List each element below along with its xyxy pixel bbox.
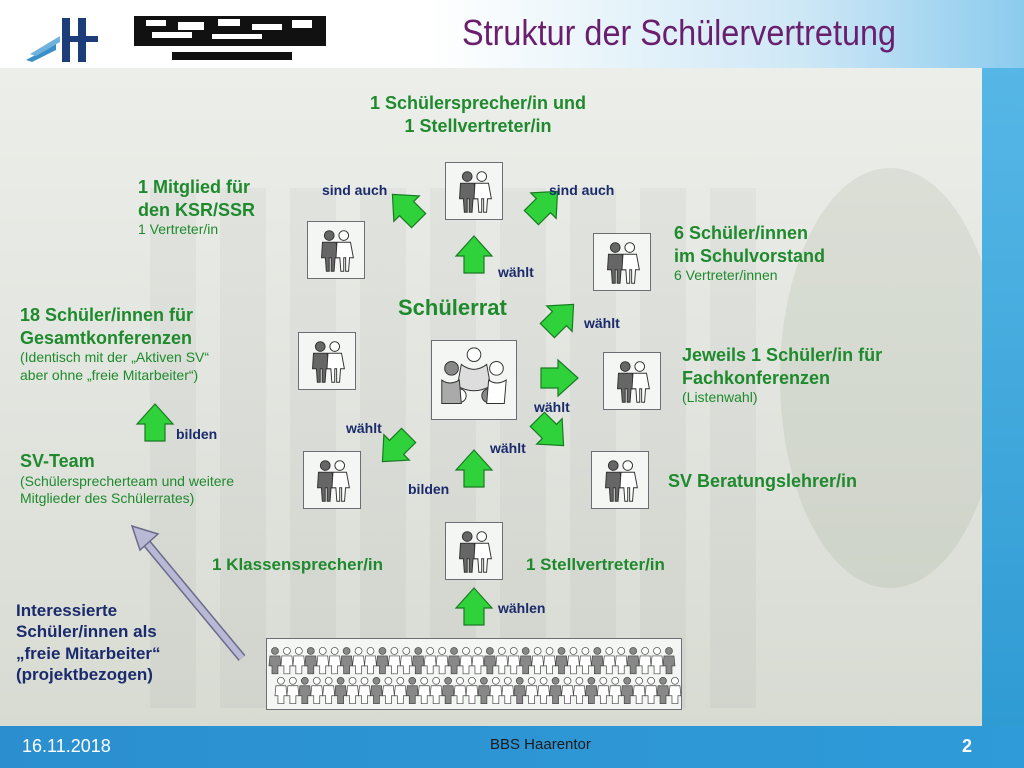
node-gesamtkonferenzen: 18 Schüler/innen für Gesamtkonferenzen (… — [20, 304, 209, 384]
edge-label-sind-auch-right: sind auch — [549, 182, 615, 198]
edge-label-waehlt-downright: wählt — [490, 440, 526, 456]
node-ksr: 1 Mitglied für den KSR/SSR 1 Vertreter/i… — [138, 176, 255, 239]
node-ksr-line2: den KSR/SSR — [138, 199, 256, 220]
background-tree — [780, 168, 1000, 588]
arrow-right-to-fachkonferenz — [540, 359, 579, 397]
person-pair-icon-fachkonferenz — [603, 352, 661, 410]
node-sprecher-line2: 1 Stellvertreter/in — [404, 115, 552, 136]
node-svteam-line1: SV-Team — [20, 451, 95, 471]
node-schulvorstand: 6 Schüler/innen im Schulvorstand 6 Vertr… — [674, 222, 825, 285]
node-schulvorstand-sub: 6 Vertreter/innen — [674, 267, 778, 283]
edge-label-waehlen-bottom: wählen — [498, 600, 546, 616]
footer-page-number: 2 — [962, 736, 973, 756]
node-klassensprecher-right: 1 Stellvertreter/in — [526, 555, 665, 574]
person-pair-icon-gesamtkonferenz — [298, 332, 356, 390]
group-icon-schuelerrat — [431, 340, 517, 420]
arrow-up-to-sprecher — [455, 235, 493, 274]
person-pair-icon-schulvorstand — [593, 233, 651, 291]
node-fachkonferenzen-sub: (Listenwahl) — [682, 389, 758, 405]
node-freie-line1: Interessierte — [16, 601, 118, 620]
person-pair-icon-svteam — [303, 451, 361, 509]
node-gesamtkonferenzen-sub2: aber ohne „freie Mitarbeiter“) — [20, 366, 199, 383]
node-svteam-sub2: Mitglieder des Schülerrates) — [20, 490, 195, 506]
footer-date: 16.11.2018 — [22, 736, 111, 756]
node-fachkonferenzen-line2: Fachkonferenzen — [682, 367, 831, 388]
footer-bar — [0, 726, 1024, 768]
arrow-up-to-gesamtkonferenz — [136, 403, 174, 442]
bbs-logo-icon — [134, 16, 326, 60]
node-fachkonferenzen-line1: Jeweils 1 Schüler/in für — [682, 345, 883, 365]
edge-label-waehlt-up: wählt — [498, 264, 534, 280]
node-freie-mitarbeiter: Interessierte Schüler/innen als „freie M… — [16, 600, 161, 685]
arrow-up-right-to-schulvorstand — [534, 291, 587, 344]
node-klassensprecher-left: 1 Klassensprecher/in — [212, 555, 384, 574]
background-building — [150, 188, 770, 708]
node-gesamtkonferenzen-line1: 18 Schüler/innen für — [20, 305, 194, 325]
school-logo-icon — [26, 18, 98, 62]
slide-title: Struktur der Schülervertretung — [462, 12, 897, 53]
node-sprecher: 1 Schülersprecher/in und 1 Stellvertrete… — [330, 92, 626, 137]
node-schulvorstand-line1: 6 Schüler/innen — [674, 223, 809, 243]
node-freie-line4: (projektbezogen) — [16, 664, 153, 684]
footer-organization: BBS Haarentor — [490, 736, 591, 753]
edge-label-bilden-center: bilden — [408, 481, 450, 497]
arrow-up-to-klassensprecher — [455, 587, 493, 626]
crowd-icon-students — [266, 638, 682, 710]
node-beratung: SV Beratungslehrer/in — [668, 471, 858, 491]
node-ksr-sub: 1 Vertreter/in — [138, 221, 219, 237]
person-pair-icon-sprecher — [445, 162, 503, 220]
edge-label-waehlt-downleft: wählt — [346, 420, 382, 436]
edge-label-sind-auch-left: sind auch — [322, 182, 388, 198]
node-schuelerrat: Schülerrat — [398, 295, 507, 320]
node-ksr-line1: 1 Mitglied für — [138, 177, 250, 197]
node-freie-line3: „freie Mitarbeiter“ — [16, 643, 161, 663]
node-schulvorstand-line2: im Schulvorstand — [674, 245, 826, 266]
person-pair-icon-beratung — [591, 451, 649, 509]
arrow-up-to-schuelerrat — [455, 449, 493, 488]
node-svteam: SV-Team (Schülersprecherteam und weitere… — [20, 450, 234, 508]
node-fachkonferenzen: Jeweils 1 Schüler/in für Fachkonferenzen… — [682, 344, 882, 407]
node-svteam-sub1: (Schülersprecherteam und weitere — [20, 472, 234, 489]
edge-label-waehlt-right: wählt — [534, 399, 570, 415]
arrow-to-ksr — [379, 181, 432, 234]
node-sprecher-line1: 1 Schülersprecher/in und — [369, 93, 587, 113]
node-gesamtkonferenzen-line2: Gesamtkonferenzen — [20, 327, 193, 348]
edge-label-bilden-left: bilden — [176, 426, 218, 442]
arrow-freie-to-svteam — [130, 524, 246, 661]
node-freie-line2: Schüler/innen als — [16, 622, 157, 642]
person-pair-icon-ksr — [307, 221, 365, 279]
person-pair-icon-klassensprecher — [445, 522, 503, 580]
node-gesamtkonferenzen-sub1: (Identisch mit der „Aktiven SV“ — [20, 349, 210, 365]
right-accent-bar — [982, 68, 1024, 726]
edge-label-waehlt-upright: wählt — [584, 315, 620, 331]
